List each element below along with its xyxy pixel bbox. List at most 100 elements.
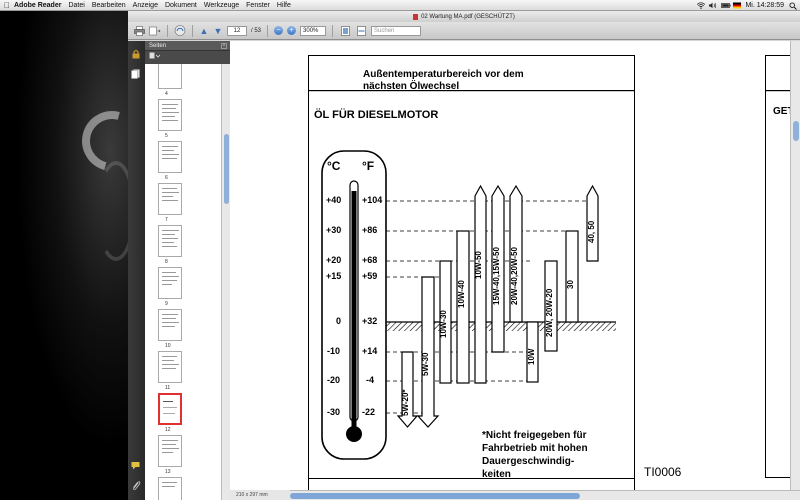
flag-icon[interactable] (733, 2, 742, 9)
window-title: 02 Wartung MA.pdf (GESCHÜTZT) (421, 13, 515, 20)
next-page-icon[interactable]: ▼ (213, 25, 223, 36)
doc-header-line2: nächsten Ölwechsel (363, 81, 460, 92)
footnote-line: *Nicht freigegeben für (482, 430, 587, 441)
toolbar-separator (192, 24, 193, 37)
print-icon[interactable] (133, 25, 145, 37)
celsius-tick: -20 (327, 375, 341, 385)
fahrenheit-tick: +68 (362, 255, 378, 265)
page-thumbnails-list: 4 5 6 7 8 9 10 (145, 64, 221, 500)
scrollbar-thumb[interactable] (793, 121, 799, 141)
pages-panel-options (145, 51, 230, 63)
pages-panel-icon[interactable] (131, 69, 141, 79)
document-view[interactable]: Außentemperaturbereich vor dem nächsten … (230, 41, 800, 490)
menu-fenster[interactable]: Fenster (246, 1, 270, 9)
cloud-sync-icon[interactable] (174, 25, 186, 37)
oil-grade-label: 40, 50 (587, 220, 596, 243)
reader-window: 02 Wartung MA.pdf (GESCHÜTZT) ▲ ▼ 12 / 5… (128, 11, 800, 500)
celsius-unit: °C (327, 159, 341, 173)
attachment-icon[interactable] (131, 481, 141, 491)
celsius-tick: 0 (336, 316, 342, 326)
pages-panel-title: Seiten (149, 42, 167, 49)
oil-grade-label: 20W-40,20W-50 (510, 247, 519, 305)
page-thumbnail[interactable] (158, 99, 182, 131)
section-title: ÖL FÜR DIESELMOTOR (314, 109, 439, 121)
menu-dokument[interactable]: Dokument (164, 1, 197, 9)
fahrenheit-tick: +32 (362, 316, 378, 326)
thumbnail-label: 10 (165, 343, 171, 349)
oil-grade-label: 5W-20* (401, 389, 410, 416)
battery-icon[interactable] (721, 2, 732, 9)
right-page-header: GET (773, 106, 794, 117)
footnote-line: keiten (482, 469, 511, 480)
share-icon[interactable] (149, 25, 161, 37)
doc-header: Außentemperaturbereich vor dem nächsten … (363, 69, 524, 93)
oil-grade-label: 10W (527, 348, 536, 365)
page-thumbnail-selected[interactable] (158, 393, 182, 425)
thumbnail-label: 7 (165, 217, 168, 223)
fahrenheit-unit: °F (362, 159, 375, 173)
thumbnail-label: 11 (165, 385, 171, 391)
menubar-clock[interactable]: Mi. 14:28:59 (745, 1, 784, 9)
page-thumbnail[interactable] (158, 183, 182, 215)
thumbnail-label: 5 (165, 133, 168, 139)
menu-bearbeiten[interactable]: Bearbeiten (91, 1, 126, 9)
celsius-tick: -30 (327, 407, 341, 417)
footnote-line: Dauergeschwindig- (482, 456, 575, 467)
scrollbar-thumb[interactable] (290, 493, 580, 499)
search-input[interactable]: Suchen (371, 25, 422, 36)
menu-anzeige[interactable]: Anzeige (132, 1, 158, 9)
page-size-readout: 210 x 297 mm (230, 490, 290, 500)
options-icon[interactable] (149, 52, 161, 62)
document-horizontal-scrollbar[interactable] (290, 490, 800, 500)
thumbnails-scrollbar[interactable] (221, 64, 230, 500)
page-thumbnail[interactable] (158, 351, 182, 383)
lock-icon[interactable] (131, 49, 141, 59)
comment-icon[interactable] (131, 461, 141, 471)
zoom-in-icon[interactable]: + (287, 26, 297, 35)
fahrenheit-tick: -22 (362, 407, 376, 417)
previous-page-icon[interactable]: ▲ (199, 25, 209, 36)
page-number-input[interactable]: 12 (227, 25, 247, 36)
page-thumbnail[interactable] (158, 64, 182, 89)
volume-icon[interactable] (709, 2, 717, 9)
oil-grade-label: 5W-30 (421, 352, 430, 376)
close-icon[interactable]: × (221, 42, 227, 49)
desktop-background (0, 11, 153, 500)
window-titlebar[interactable]: 02 Wartung MA.pdf (GESCHÜTZT) (128, 11, 800, 22)
page-thumbnail[interactable] (158, 141, 182, 173)
page-thumbnail[interactable] (158, 267, 182, 299)
wifi-icon[interactable] (697, 1, 706, 9)
oil-grade-label: 30 (566, 280, 575, 289)
zoom-level-select[interactable]: 300% (300, 25, 327, 36)
scrollbar-thumb[interactable] (224, 134, 229, 204)
oil-grade-label: 10W-50 (474, 251, 483, 279)
document-vertical-scrollbar[interactable] (790, 41, 800, 490)
page-thumbnail[interactable] (158, 309, 182, 341)
oil-grade-label: 15W-40,15W-50 (492, 247, 501, 305)
menu-hilfe[interactable]: Hilfe (276, 1, 291, 9)
menu-werkzeuge[interactable]: Werkzeuge (203, 1, 240, 9)
zoom-out-icon[interactable]: − (274, 26, 284, 35)
fit-page-icon[interactable] (339, 25, 351, 37)
celsius-tick: +30 (326, 225, 342, 235)
page-thumbnail[interactable] (158, 435, 182, 467)
celsius-tick: +20 (326, 255, 342, 265)
page-thumbnail[interactable] (158, 225, 182, 257)
fit-width-icon[interactable] (355, 25, 367, 37)
celsius-tick: -10 (327, 346, 341, 356)
celsius-tick: +40 (326, 195, 342, 205)
fahrenheit-tick: +59 (362, 271, 378, 281)
menu-app-name[interactable]: Adobe Reader (14, 1, 62, 9)
thumbnail-label: 13 (165, 469, 171, 475)
pages-panel: Seiten × 4 5 6 7 (145, 41, 230, 500)
page-thumbnail[interactable] (158, 477, 182, 500)
spotlight-search-icon[interactable] (789, 1, 797, 10)
footnote: *Nicht freigegeben für Fahrbetrieb mit h… (482, 429, 588, 481)
oil-grade-label: 10W-30 (439, 310, 448, 338)
apple-menu-icon[interactable]:  (0, 1, 14, 10)
fahrenheit-tick: +104 (362, 195, 383, 205)
toolbar-separator (267, 24, 269, 37)
thumbnail-label: 8 (165, 259, 168, 265)
fahrenheit-tick: +14 (362, 346, 378, 356)
menu-datei[interactable]: Datei (68, 1, 85, 9)
